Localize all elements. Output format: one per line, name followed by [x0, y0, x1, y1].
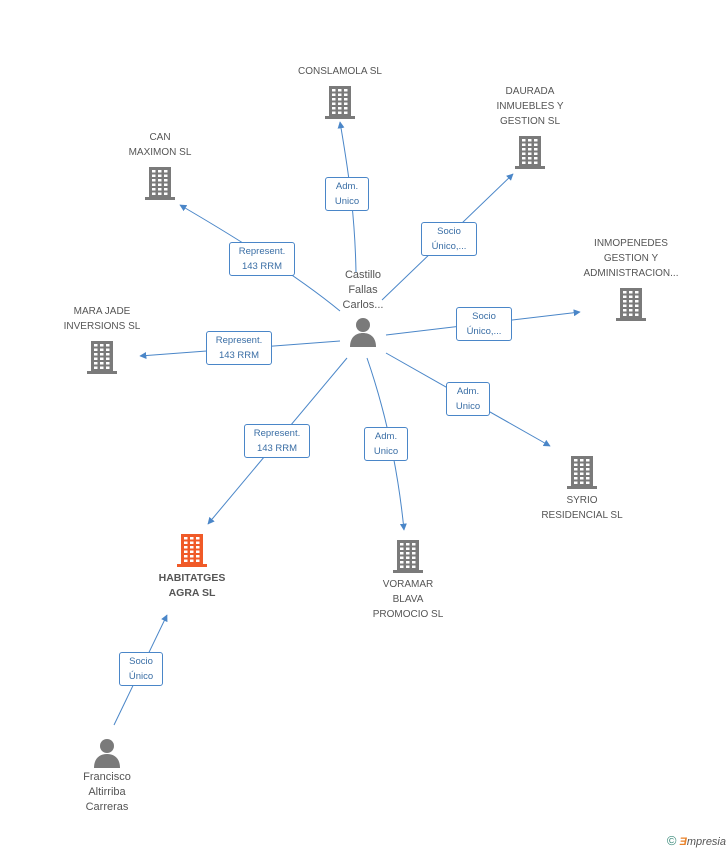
relation-tag-voramar[interactable]: Adm. Unico [364, 427, 408, 461]
brand-logo-text: mpresia [686, 836, 726, 848]
relation-tag-conslamola[interactable]: Adm. Unico [325, 177, 369, 211]
relation-tag-habitatges[interactable]: Represent. 143 RRM [244, 424, 310, 458]
person-francisco[interactable]: Francisco Altirriba Carreras [62, 738, 152, 815]
company-habitatges[interactable]: HABITATGES AGRA SL [132, 532, 252, 601]
company-mara-jade[interactable]: MARA JADE INVERSIONS SL [42, 304, 162, 375]
company-voramar[interactable]: VORAMAR BLAVA PROMOCIO SL [348, 538, 468, 622]
brand-logo-e: Ǝ [679, 836, 687, 848]
brand-logo: Ǝmpresia [680, 836, 726, 848]
relation-tag-daurada[interactable]: Socio Único,... [421, 222, 477, 256]
person-label: Castillo Fallas Carlos... [342, 269, 384, 311]
company-label: INMOPENEDES GESTION Y ADMINISTRACION... [583, 238, 679, 279]
company-inmopenedes[interactable]: INMOPENEDES GESTION Y ADMINISTRACION... [566, 236, 696, 322]
person-castillo[interactable]: Castillo Fallas Carlos... [318, 268, 408, 347]
company-label: SYRIO RESIDENCIAL SL [541, 495, 623, 521]
relation-tag-can-maximon[interactable]: Represent. 143 RRM [229, 242, 295, 276]
building-icon [177, 534, 207, 567]
building-icon [616, 288, 646, 321]
company-label: CONSLAMOLA SL [298, 66, 382, 77]
building-icon [567, 456, 597, 489]
building-icon [393, 540, 423, 573]
relation-tag-mara-jade[interactable]: Represent. 143 RRM [206, 331, 272, 365]
company-syrio[interactable]: SYRIO RESIDENCIAL SL [522, 454, 642, 523]
company-can-maximon[interactable]: CAN MAXIMON SL [100, 130, 220, 201]
person-icon [350, 318, 376, 347]
building-icon [145, 167, 175, 200]
company-label: DAURADA INMUEBLES Y GESTION SL [496, 86, 564, 127]
person-label: Francisco Altirriba Carreras [83, 771, 131, 813]
company-label: VORAMAR BLAVA PROMOCIO SL [372, 579, 444, 620]
building-icon [325, 86, 355, 119]
empresia-brand[interactable]: © Ǝmpresia [667, 833, 726, 848]
company-conslamola[interactable]: CONSLAMOLA SL [270, 64, 410, 120]
copyright-symbol: © [666, 833, 677, 848]
relation-tag-inmopenedes[interactable]: Socio Único,... [456, 307, 512, 341]
building-icon [515, 136, 545, 169]
company-label: MARA JADE INVERSIONS SL [63, 306, 141, 332]
company-label: HABITATGES AGRA SL [158, 572, 226, 599]
person-icon [94, 739, 120, 768]
building-icon [87, 341, 117, 374]
relation-tag-syrio[interactable]: Adm. Unico [446, 382, 490, 416]
company-label: CAN MAXIMON SL [128, 132, 192, 158]
company-daurada[interactable]: DAURADA INMUEBLES Y GESTION SL [470, 84, 590, 170]
relation-tag-francisco[interactable]: Socio Único [119, 652, 163, 686]
